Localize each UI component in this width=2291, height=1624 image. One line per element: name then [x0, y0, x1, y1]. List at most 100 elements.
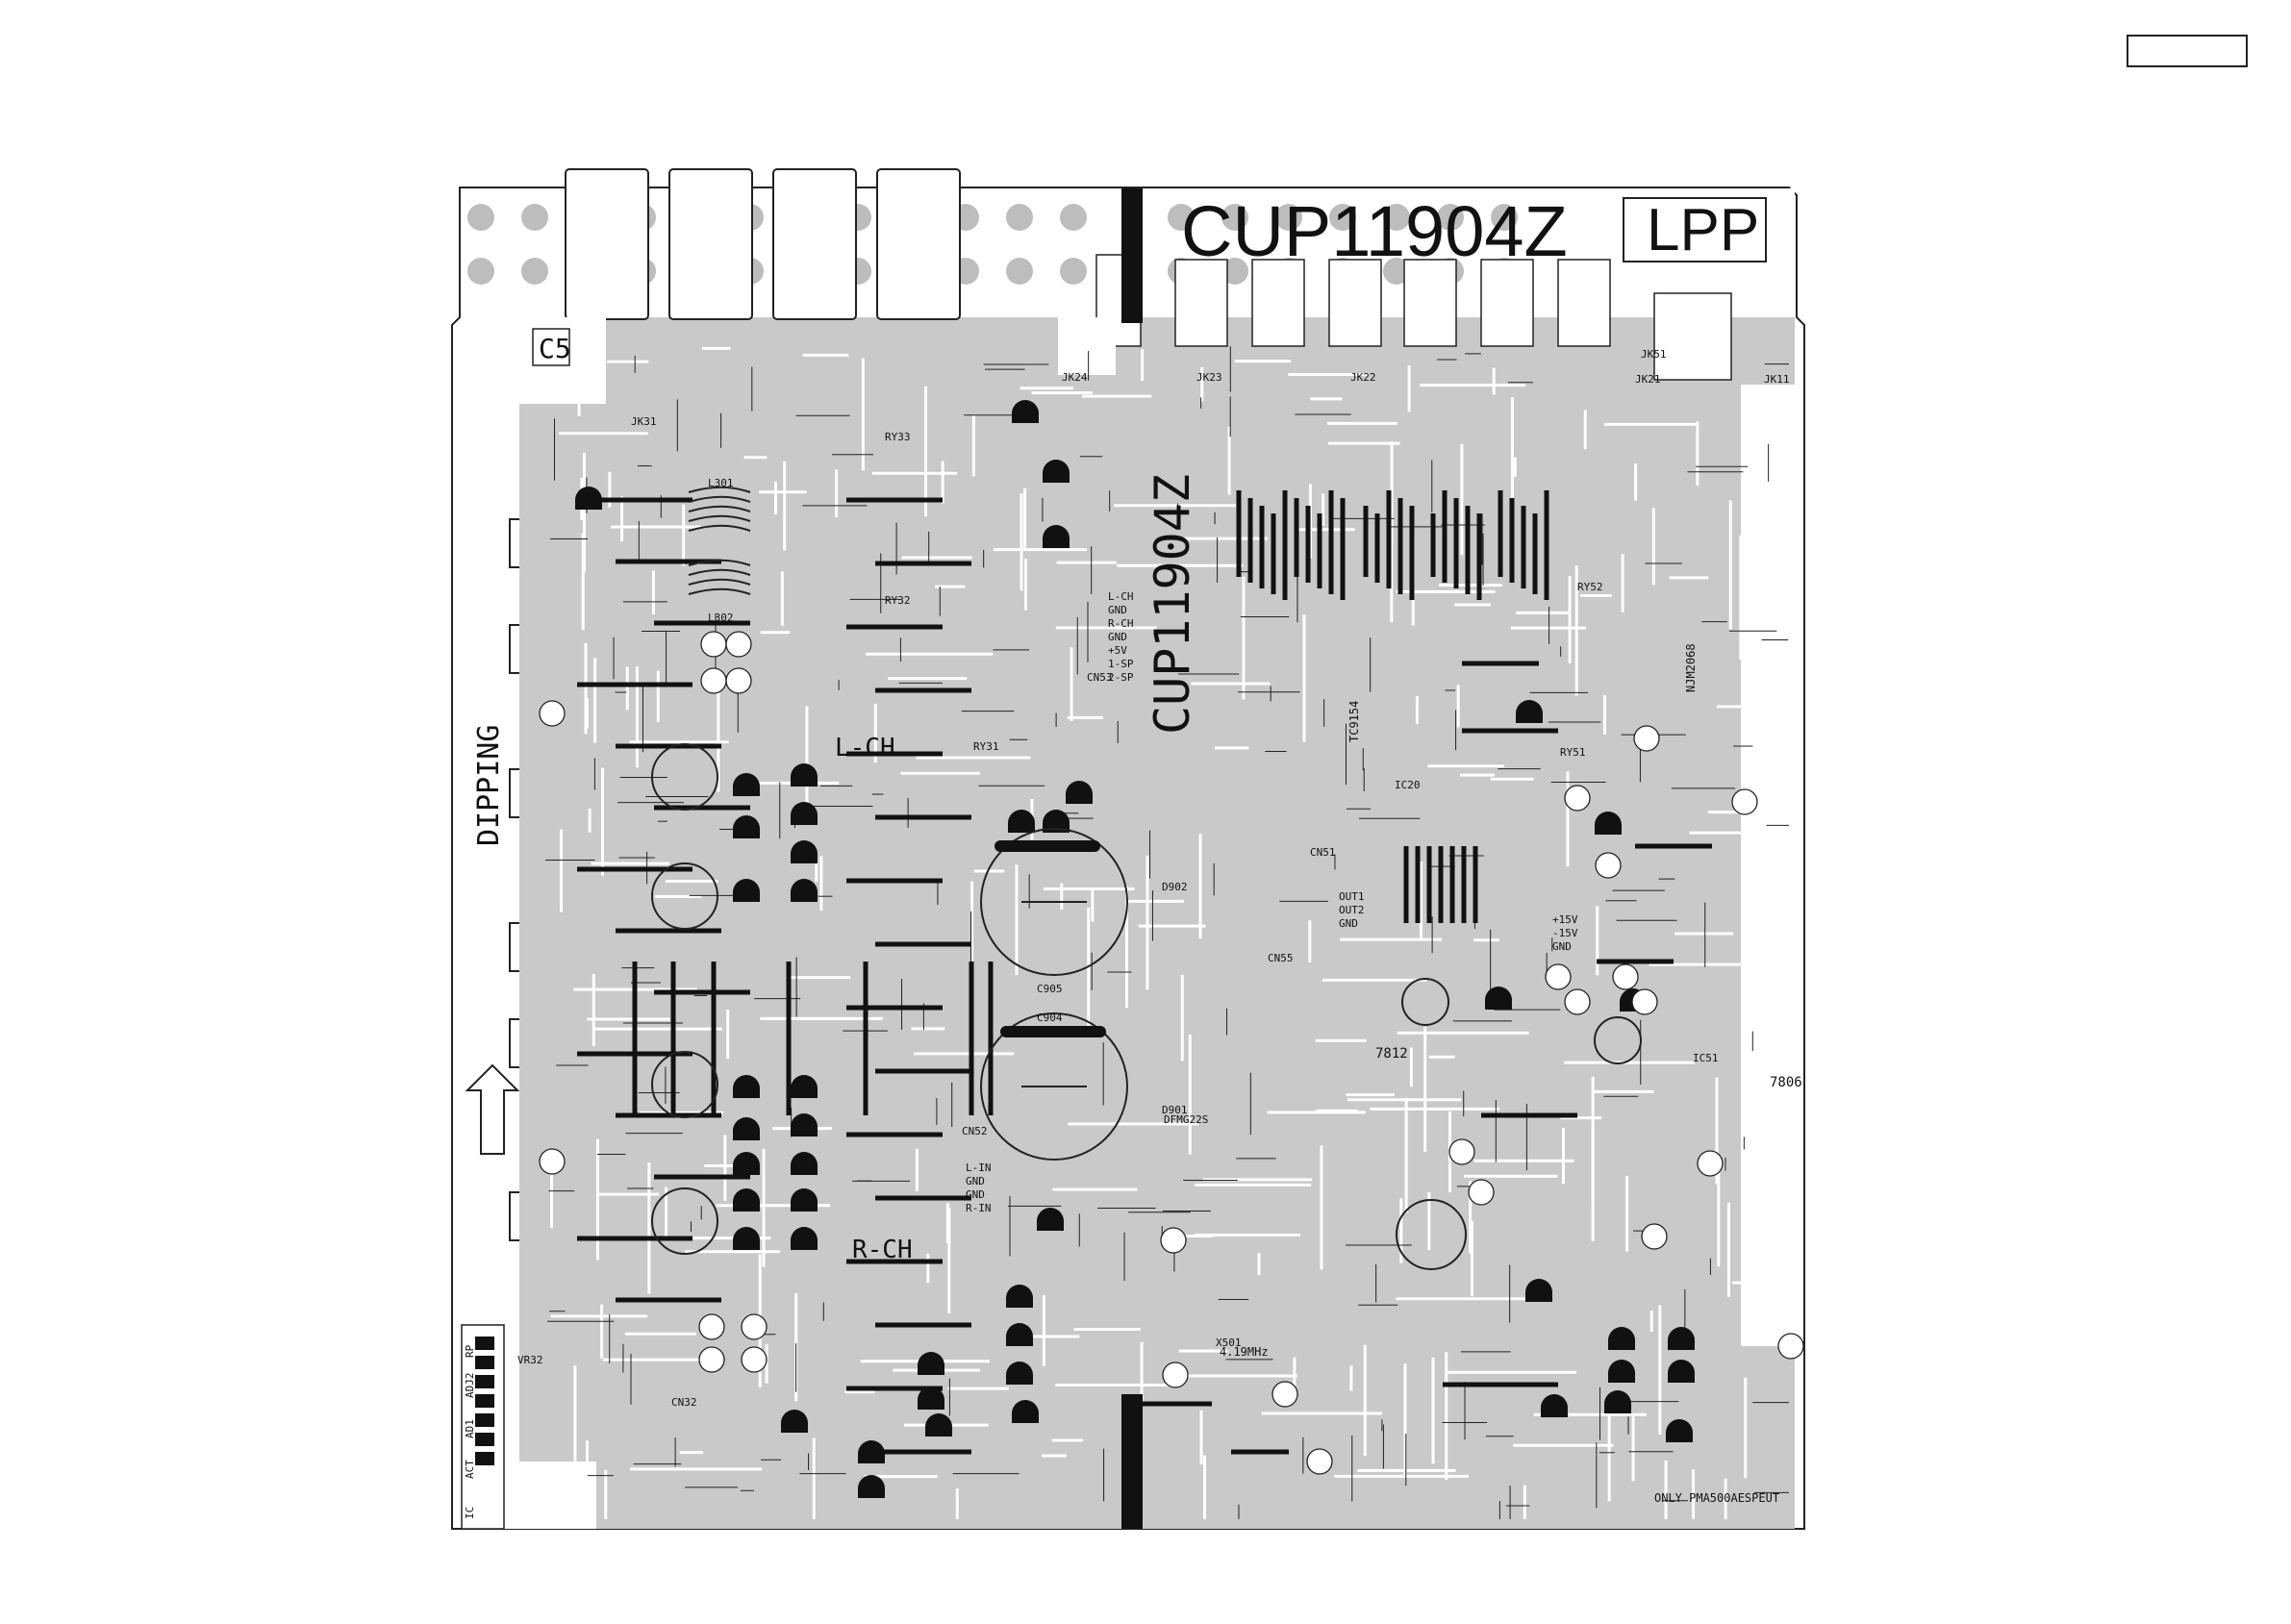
transistor	[791, 840, 818, 863]
ref-designator: CN51	[1310, 846, 1336, 859]
transistor-footprints	[575, 400, 1695, 1498]
transistor	[1485, 987, 1512, 1010]
center-divider-lower	[1121, 1394, 1143, 1529]
ref-designator: D901	[1162, 1104, 1188, 1116]
capacitor	[1697, 1150, 1724, 1177]
mounting-hole	[1491, 204, 1518, 231]
side-label: LPP	[1647, 197, 1759, 263]
ref-designator: JK24	[1062, 371, 1088, 384]
main-capacitors	[651, 743, 1642, 1270]
connector-pin-label: GND	[966, 1188, 985, 1201]
capacitor	[1468, 1179, 1495, 1206]
ref-designator: CN53	[1087, 671, 1113, 684]
capacitor	[1612, 963, 1639, 990]
capacitor	[1306, 1448, 1333, 1475]
capacitor	[1641, 1223, 1668, 1250]
ref-designator: RY51	[1560, 746, 1586, 759]
transistor	[1012, 400, 1039, 423]
transistor	[733, 1188, 760, 1212]
mounting-hole	[1060, 204, 1087, 231]
connector-pin-label: R-CH	[1108, 617, 1134, 630]
mounting-hole	[467, 204, 494, 231]
rca-jacks-right	[1095, 254, 1732, 381]
transistor	[1006, 1323, 1033, 1346]
connector-pin-label: GND	[1108, 631, 1127, 643]
transistor	[1525, 1279, 1552, 1302]
mounting-hole	[1383, 258, 1410, 285]
connector-pin-label: -15V	[1552, 927, 1578, 939]
mounting-hole	[1168, 204, 1195, 231]
transistor	[858, 1475, 885, 1498]
rca-jacks-top	[565, 168, 961, 320]
ref-designator: JK31	[631, 415, 657, 428]
transistor	[1043, 810, 1070, 833]
mounting-hole	[521, 258, 548, 285]
transistor	[925, 1413, 952, 1437]
connector-pin-label: GND	[1108, 604, 1127, 616]
regulator-7812: 7812	[1375, 1046, 1408, 1062]
page-corner-box	[2127, 35, 2248, 67]
capacitor	[1631, 988, 1658, 1015]
direction-arrow-icon	[465, 1063, 520, 1155]
mounting-hole	[1221, 258, 1248, 285]
mounting-hole	[521, 204, 548, 231]
right-channel-label: R-CH	[852, 1236, 913, 1264]
transistor	[1668, 1327, 1695, 1350]
capacitor	[725, 631, 752, 658]
connector-pin-label: OUT1	[1339, 890, 1365, 903]
transistor	[781, 1410, 808, 1433]
transistor	[1666, 1419, 1693, 1442]
transistor	[733, 1075, 760, 1098]
capacitor	[1162, 1362, 1189, 1388]
transistor	[918, 1387, 944, 1410]
capacitor	[1545, 963, 1572, 990]
copper-pour	[462, 317, 1795, 1529]
transistor	[575, 487, 602, 510]
transistor	[1541, 1394, 1568, 1417]
ref-designator: JK23	[1196, 371, 1222, 384]
capacitor	[1595, 852, 1622, 879]
capacitor	[741, 1313, 768, 1340]
capacitor	[1448, 1138, 1475, 1165]
transistor	[791, 1227, 818, 1250]
header-strip-label: ACT	[464, 1460, 476, 1479]
region-label-frame	[532, 328, 570, 366]
mounting-hole	[1275, 204, 1302, 231]
transistor	[1043, 525, 1070, 548]
ref-designator: X501	[1216, 1337, 1242, 1349]
ref-designator: C904	[1037, 1012, 1063, 1024]
transistor	[791, 1188, 818, 1212]
connector-pin-label: L-IN	[966, 1162, 992, 1174]
dipping-label: DIPPING	[472, 725, 506, 846]
ref-designator: CN52	[962, 1125, 988, 1137]
transistor	[733, 1152, 760, 1175]
transistor	[1066, 781, 1093, 804]
transistor	[918, 1352, 944, 1375]
capacitor	[1777, 1333, 1804, 1360]
capacitor	[1633, 725, 1660, 752]
center-divider	[1121, 188, 1143, 323]
ref-designator: JK11	[1764, 373, 1790, 386]
connector-pin-label: GND	[966, 1175, 985, 1187]
header-strip-label: AD1	[464, 1419, 476, 1438]
capacitor	[539, 700, 566, 727]
transistor	[791, 1152, 818, 1175]
trace-network	[550, 346, 1789, 1519]
mounting-hole	[1437, 204, 1464, 231]
capacitor	[700, 631, 727, 658]
transistor	[1006, 1285, 1033, 1308]
ref-designator: JK22	[1350, 371, 1376, 384]
connector-pin-label: 2-SP	[1108, 671, 1134, 684]
connector-pin-label: +5V	[1108, 644, 1127, 657]
mounting-hole	[1221, 204, 1248, 231]
mounting-hole	[467, 258, 494, 285]
part-number-top: CUP11904Z	[1181, 191, 1568, 271]
ref-designator: VR32	[517, 1354, 543, 1366]
mounting-hole	[1060, 258, 1087, 285]
capacitor	[698, 1346, 725, 1373]
region-label: C5	[539, 333, 571, 364]
transistor	[858, 1440, 885, 1463]
